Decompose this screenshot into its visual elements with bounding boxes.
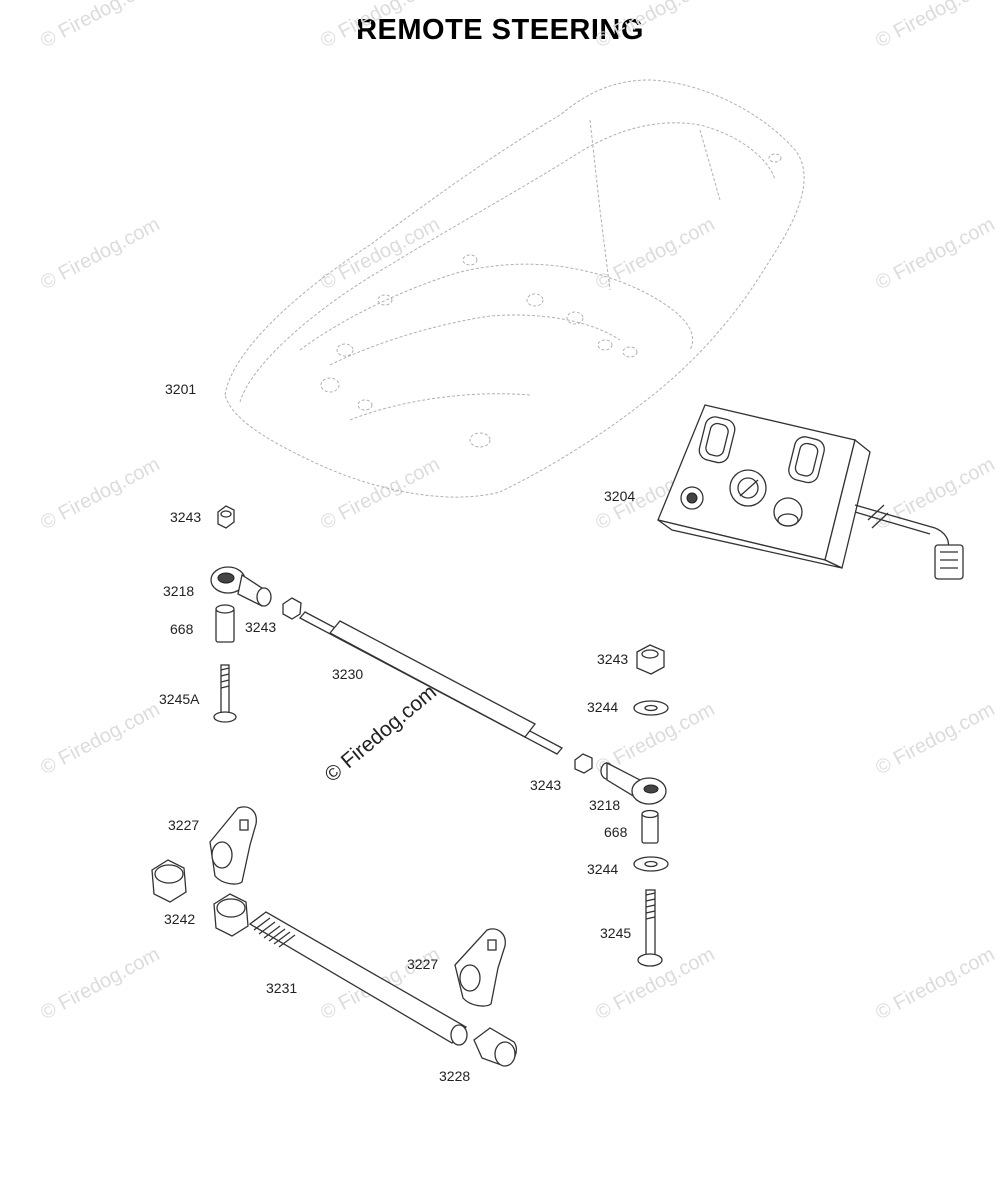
- spacer-icon: [215, 604, 235, 643]
- part-label-3230: 3230: [332, 666, 363, 682]
- rod-end-icon: [210, 566, 272, 607]
- watermark: © Firedog.com: [592, 213, 718, 294]
- page-title: REMOTE STEERING: [356, 14, 644, 46]
- watermark: © Firedog.com: [37, 453, 163, 534]
- part-label-668: 668: [170, 621, 194, 637]
- part-label-3201: 3201: [165, 381, 196, 397]
- bolt-icon: [213, 664, 237, 723]
- part-label-3242: 3242: [164, 911, 195, 927]
- nut-icon: [213, 893, 249, 937]
- control-box-icon: [657, 404, 964, 580]
- bolt-icon: [637, 889, 663, 967]
- part-label-3227: 3227: [407, 956, 438, 972]
- nut-icon: [217, 505, 235, 529]
- part-label-3204: 3204: [604, 488, 635, 504]
- rod-end-icon: [600, 761, 667, 805]
- washer-icon: [633, 700, 669, 716]
- watermark: © Firedog.com: [317, 0, 443, 52]
- bracket-icon: [209, 806, 257, 885]
- part-label-3245: 3245: [600, 925, 631, 941]
- part-label-3243: 3243: [597, 651, 628, 667]
- bracket-icon: [454, 928, 506, 1007]
- threaded-shaft-icon: [248, 911, 468, 1046]
- watermark: © Firedog.com: [37, 943, 163, 1024]
- watermark: © Firedog.com: [872, 213, 998, 294]
- nut-icon: [574, 753, 593, 774]
- hull-outline-icon: [224, 79, 805, 498]
- watermark: © Firedog.com: [317, 213, 443, 294]
- part-label-3244: 3244: [587, 861, 618, 877]
- watermark: © Firedog.com: [872, 943, 998, 1024]
- nut-icon: [151, 859, 187, 903]
- part-label-3243: 3243: [170, 509, 201, 525]
- part-label-3228: 3228: [439, 1068, 470, 1084]
- part-label-3243: 3243: [245, 619, 276, 635]
- washer-icon: [633, 856, 669, 872]
- watermark: © Firedog.com: [872, 0, 998, 52]
- part-label-3227: 3227: [168, 817, 199, 833]
- watermark: © Firedog.com: [37, 0, 163, 52]
- watermark: © Firedog.com: [317, 453, 443, 534]
- nut-icon: [636, 644, 665, 675]
- part-label-3218: 3218: [589, 797, 620, 813]
- watermark: © Firedog.com: [37, 698, 163, 779]
- spacer-icon: [641, 809, 659, 844]
- bushing-icon: [473, 1027, 518, 1067]
- part-label-3243: 3243: [530, 777, 561, 793]
- watermark: © Firedog.com: [37, 213, 163, 294]
- part-label-3244: 3244: [587, 699, 618, 715]
- part-label-668: 668: [604, 824, 628, 840]
- watermark: © Firedog.com: [592, 0, 718, 52]
- part-label-3231: 3231: [266, 980, 297, 996]
- part-label-3218: 3218: [163, 583, 194, 599]
- part-label-3245A: 3245A: [159, 691, 200, 707]
- watermark: © Firedog.com: [872, 698, 998, 779]
- nut-icon: [282, 597, 302, 620]
- watermark-main: © Firedog.com: [320, 680, 441, 786]
- steering-rod-icon: [298, 611, 564, 755]
